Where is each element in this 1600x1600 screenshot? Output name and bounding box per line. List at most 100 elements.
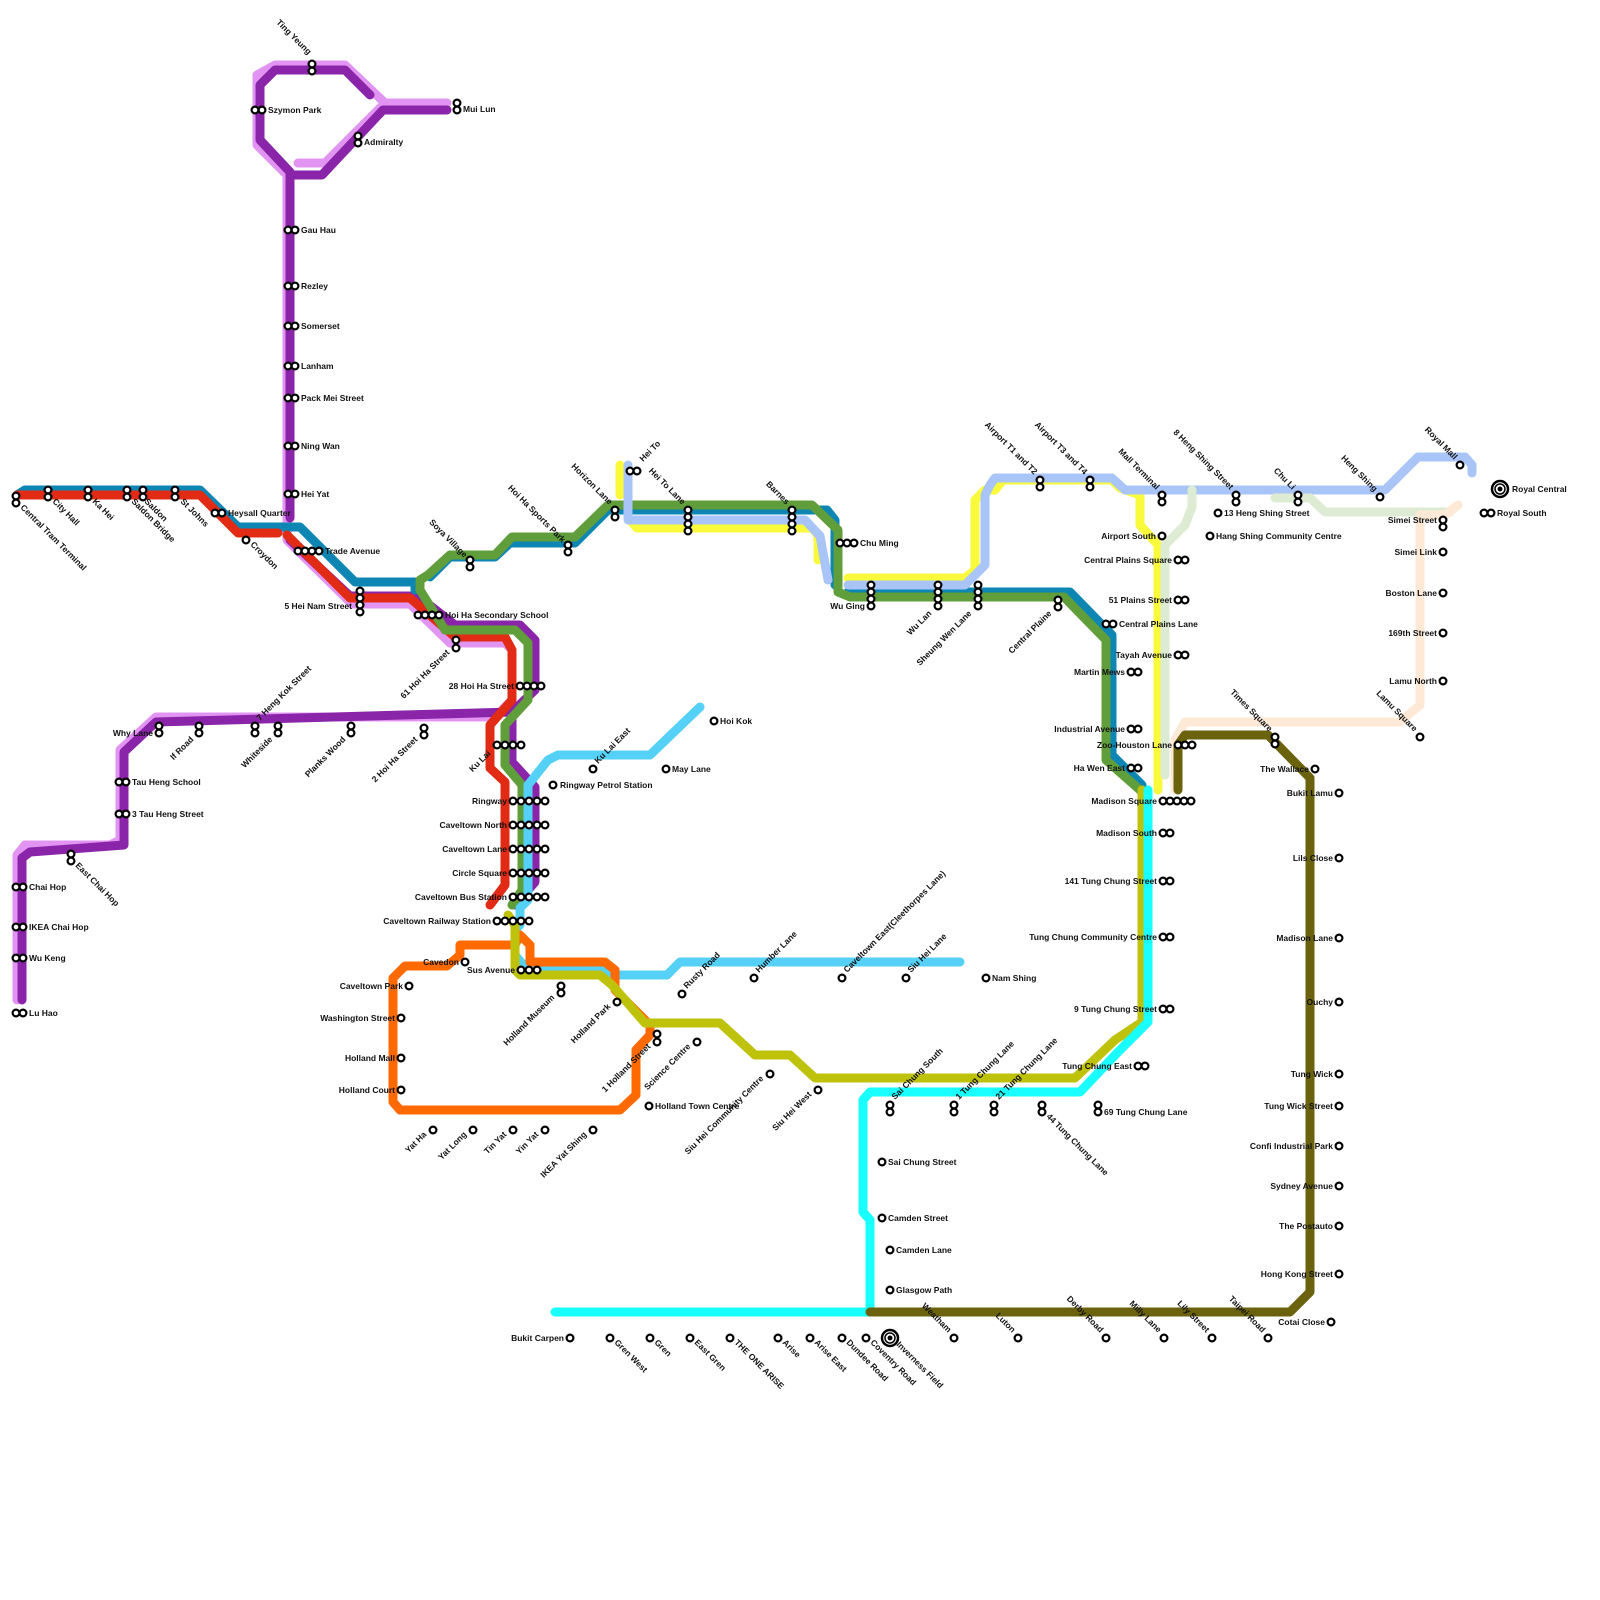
station-marker-hoiha_sec-0[interactable] [413, 610, 423, 620]
station-marker-hoiha28-2[interactable] [529, 681, 539, 691]
station-marker-cp_square-1[interactable] [1180, 555, 1190, 565]
station-marker-why_lane-0[interactable] [154, 721, 164, 731]
station-marker-szymon-0[interactable] [250, 105, 260, 115]
station-marker-ku_lai_east[interactable] [588, 764, 598, 774]
station-marker-hei_to_lane-2[interactable] [683, 519, 693, 529]
station-marker-holland_st1-1[interactable] [652, 1037, 662, 1047]
station-marker-hei_nam-2[interactable] [355, 600, 365, 610]
station-marker-milly[interactable] [1159, 1333, 1169, 1343]
station-marker-taipei[interactable] [1263, 1333, 1273, 1343]
station-marker-cav_rail-2[interactable] [508, 916, 518, 926]
station-marker-cp_square-0[interactable] [1173, 555, 1183, 565]
station-marker-wu_lan-2[interactable] [933, 594, 943, 604]
station-marker-tung_wick_st[interactable] [1334, 1101, 1344, 1111]
station-marker-east_chai-0[interactable] [66, 849, 76, 859]
station-marker-trade_ave-0[interactable] [293, 546, 303, 556]
station-marker-madison_sq-3[interactable] [1179, 796, 1189, 806]
station-marker-trade_ave-1[interactable] [300, 546, 310, 556]
station-marker-hoiha_sec-1[interactable] [420, 610, 430, 620]
station-marker-weatham[interactable] [949, 1333, 959, 1343]
station-marker-st_johns-1[interactable] [170, 492, 180, 502]
station-marker-madison_sq-1[interactable] [1165, 796, 1175, 806]
station-marker-arise_east[interactable] [805, 1333, 815, 1343]
station-marker-hk_street[interactable] [1334, 1269, 1344, 1279]
station-marker-airport_t3-1[interactable] [1085, 482, 1095, 492]
station-marker-ha_wen-1[interactable] [1133, 763, 1143, 773]
station-marker-central_plaine-1[interactable] [1053, 602, 1063, 612]
station-marker-gau_hau-0[interactable] [283, 225, 293, 235]
station-marker-circle_sq-1[interactable] [516, 868, 526, 878]
station-marker-ha_wen-0[interactable] [1126, 763, 1136, 773]
station-marker-sheung_wen-1[interactable] [973, 587, 983, 597]
station-marker-sai_chung_s-0[interactable] [885, 1100, 895, 1110]
station-marker-mui_lun-1[interactable] [452, 105, 462, 115]
station-marker-madison_sq-2[interactable] [1172, 796, 1182, 806]
station-marker-barnes-3[interactable] [787, 526, 797, 536]
station-marker-st169[interactable] [1438, 628, 1448, 638]
station-marker-heng_shing13[interactable] [1213, 508, 1223, 518]
station-marker-gren[interactable] [645, 1333, 655, 1343]
station-marker-sydney[interactable] [1334, 1181, 1344, 1191]
station-marker-wallace[interactable] [1310, 764, 1320, 774]
station-marker-tin_yat[interactable] [508, 1125, 518, 1135]
station-marker-yat_ha[interactable] [428, 1125, 438, 1135]
station-marker-saldon_bridge-0[interactable] [138, 485, 148, 495]
station-marker-tau_heng3-1[interactable] [121, 809, 131, 819]
station-marker-ikea_yat[interactable] [588, 1125, 598, 1135]
station-marker-hei_nam-3[interactable] [355, 607, 365, 617]
station-marker-east_chai-1[interactable] [66, 856, 76, 866]
station-marker-ringway_petrol[interactable] [548, 780, 558, 790]
station-marker-glasgow[interactable] [885, 1285, 895, 1295]
station-marker-tung9-0[interactable] [1158, 1004, 1168, 1014]
station-marker-airport_t3-0[interactable] [1085, 475, 1095, 485]
station-marker-hoiha61-0[interactable] [451, 635, 461, 645]
station-marker-plains51-0[interactable] [1173, 595, 1183, 605]
station-marker-chu_li-0[interactable] [1293, 490, 1303, 500]
station-marker-tung141-1[interactable] [1165, 876, 1175, 886]
station-marker-lils[interactable] [1334, 853, 1344, 863]
station-marker-tung_comm-1[interactable] [1165, 932, 1175, 942]
station-marker-ting_yeung-1[interactable] [307, 66, 317, 76]
station-marker-tung_east-1[interactable] [1140, 1061, 1150, 1071]
station-marker-city_hall-0[interactable] [43, 485, 53, 495]
station-marker-city_hall-1[interactable] [43, 492, 53, 502]
station-marker-ning_wan-1[interactable] [290, 441, 300, 451]
station-marker-heysall-0[interactable] [210, 508, 220, 518]
station-marker-gren_west[interactable] [605, 1333, 615, 1343]
station-marker-cav_north-0[interactable] [508, 820, 518, 830]
station-marker-hoiha61-1[interactable] [451, 643, 461, 653]
station-marker-ku_lai-1[interactable] [500, 740, 510, 750]
station-marker-heng_shing_cc[interactable] [1205, 531, 1215, 541]
station-marker-heng_shing8-0[interactable] [1231, 490, 1241, 500]
station-marker-industrial-0[interactable] [1126, 724, 1136, 734]
station-marker-tung1-0[interactable] [949, 1100, 959, 1110]
station-marker-tung69-1[interactable] [1093, 1107, 1103, 1117]
station-marker-royal_mall[interactable] [1455, 460, 1465, 470]
station-marker-barnes-0[interactable] [787, 505, 797, 515]
station-marker-soya-1[interactable] [465, 562, 475, 572]
station-marker-heng_kok7-0[interactable] [250, 721, 260, 731]
station-marker-hoiha2-0[interactable] [419, 723, 429, 733]
station-marker-ning_wan-0[interactable] [283, 441, 293, 451]
station-marker-barnes-2[interactable] [787, 519, 797, 529]
station-marker-wu_lan-1[interactable] [933, 587, 943, 597]
station-marker-ringway-0[interactable] [508, 796, 518, 806]
station-marker-ringway-1[interactable] [516, 796, 526, 806]
station-marker-ringway-2[interactable] [524, 796, 534, 806]
station-marker-sports_park-1[interactable] [563, 547, 573, 557]
station-marker-hei_nam-1[interactable] [355, 593, 365, 603]
station-marker-tung9-1[interactable] [1165, 1004, 1175, 1014]
station-marker-cav_lane-2[interactable] [524, 844, 534, 854]
station-marker-tau_heng-0[interactable] [114, 777, 124, 787]
station-marker-tung69-0[interactable] [1093, 1100, 1103, 1110]
station-marker-chu_ming-1[interactable] [842, 538, 852, 548]
station-marker-heysall-1[interactable] [217, 508, 227, 518]
station-marker-chu_ming-2[interactable] [849, 538, 859, 548]
station-marker-ting_yeung-0[interactable] [307, 59, 317, 69]
station-marker-chu_li-1[interactable] [1293, 497, 1303, 507]
station-marker-heng_shing[interactable] [1375, 492, 1385, 502]
station-marker-washington[interactable] [396, 1013, 406, 1023]
station-marker-hei_yat-1[interactable] [290, 489, 300, 499]
station-marker-ku_lai-0[interactable] [492, 740, 502, 750]
station-marker-heng_shing8-1[interactable] [1231, 497, 1241, 507]
